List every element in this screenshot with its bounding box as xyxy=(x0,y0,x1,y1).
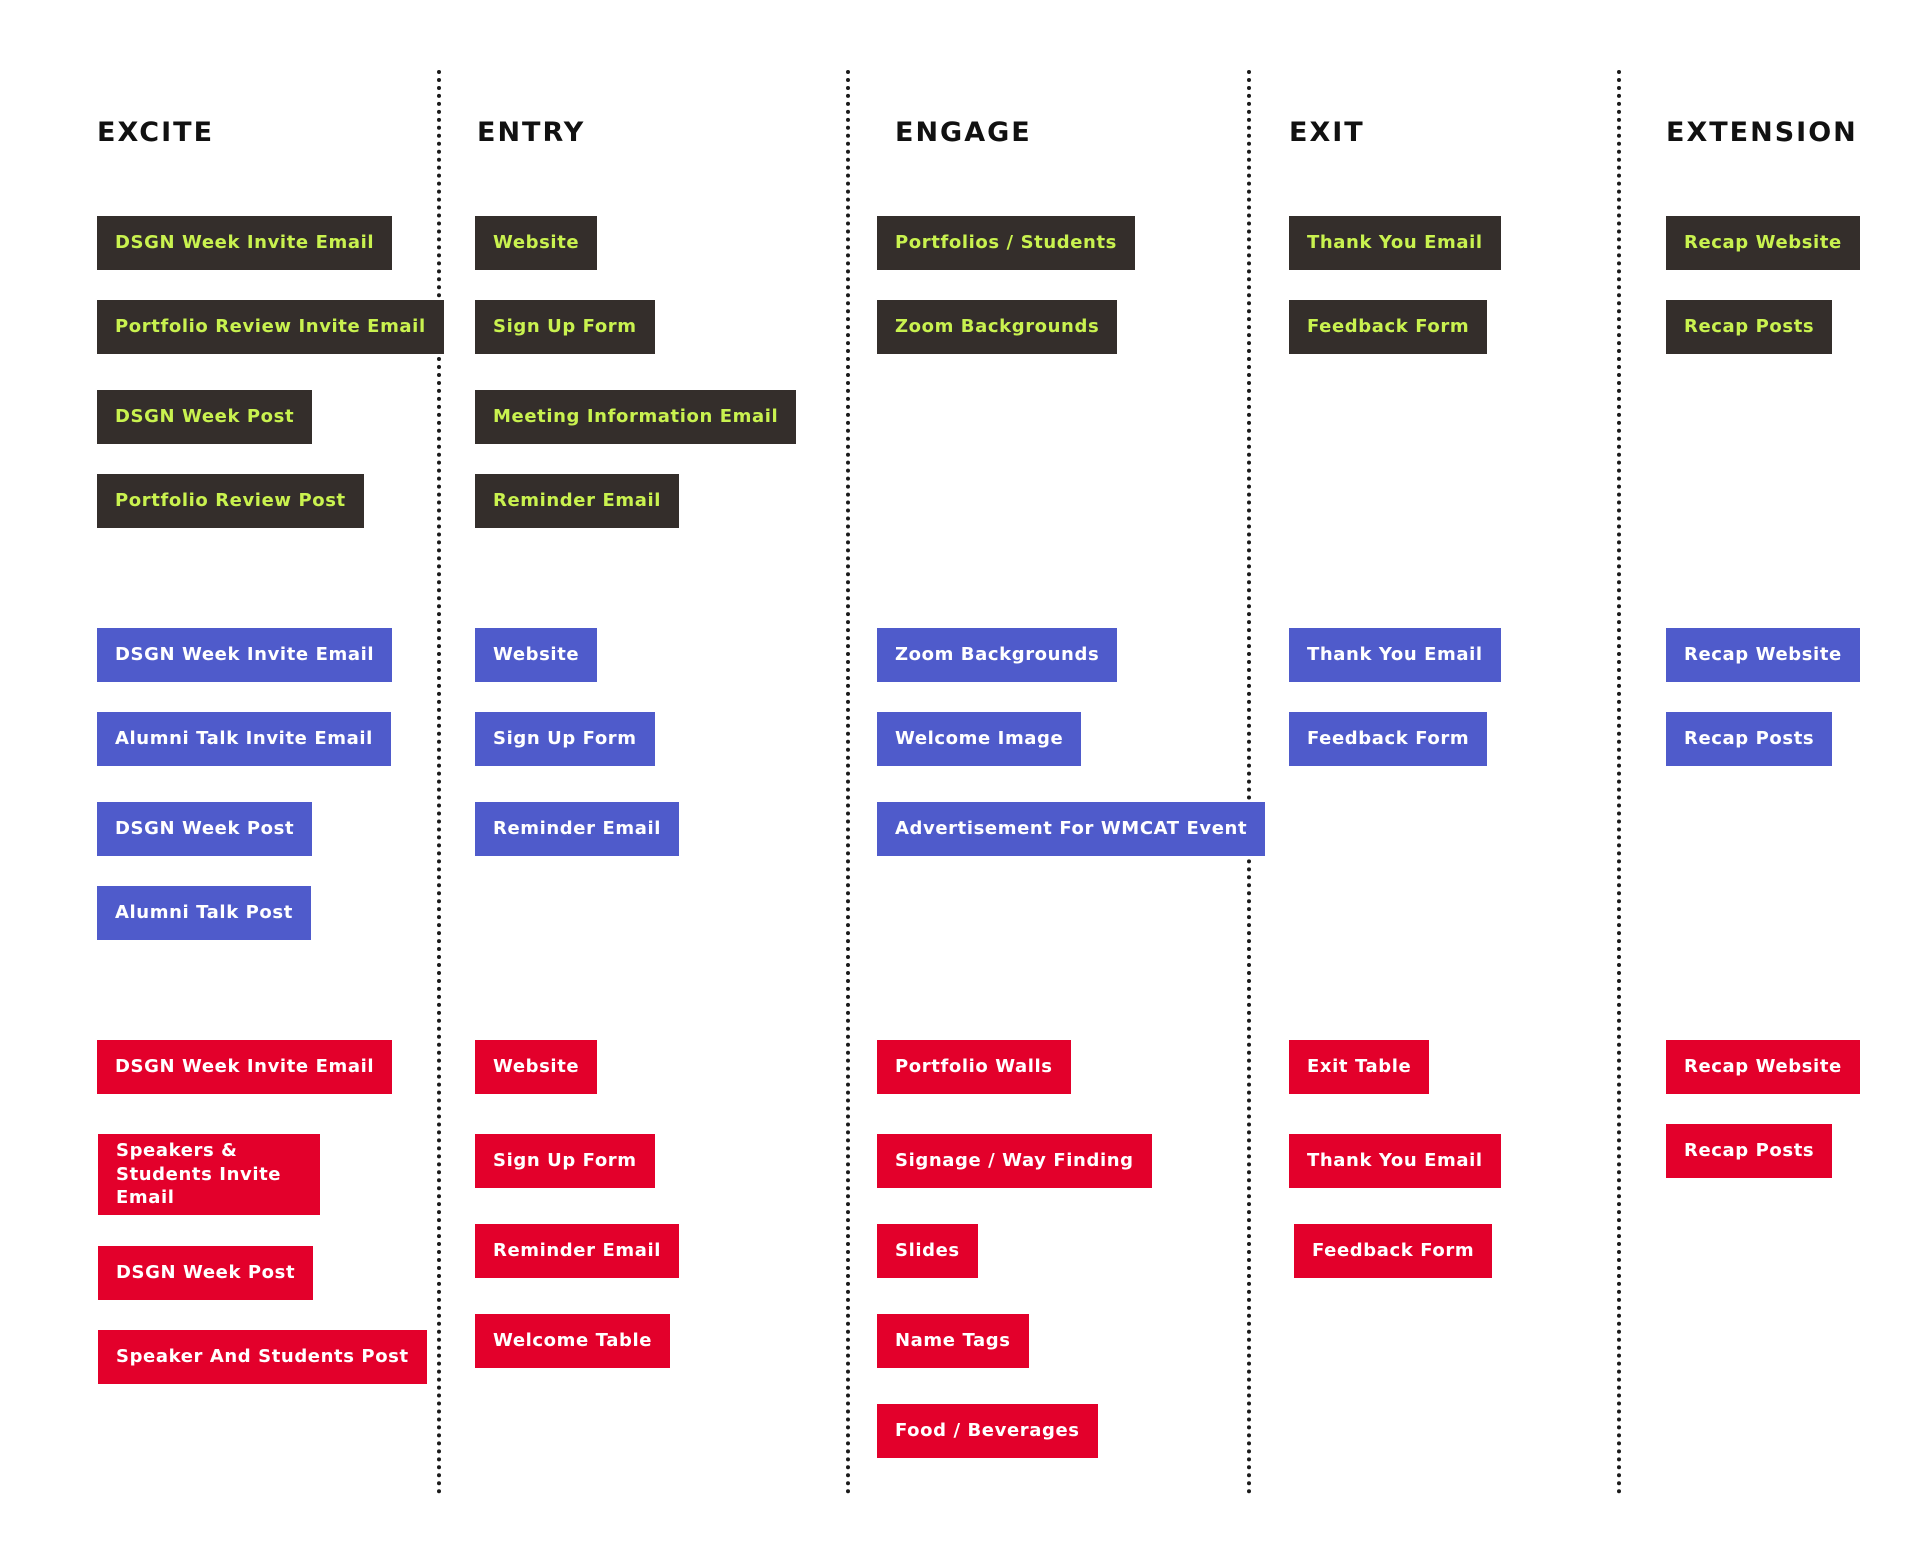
tag-entry-blue: Website xyxy=(475,628,598,682)
tag-extension-blue: Recap Posts xyxy=(1666,712,1833,766)
tag-entry-blue: Reminder Email xyxy=(475,802,679,856)
tag-exit-red: Feedback Form xyxy=(1294,1224,1493,1278)
tag-entry-dark: Sign Up Form xyxy=(475,300,655,354)
tag-excite-dark: DSGN Week Invite Email xyxy=(97,216,393,270)
tag-exit-dark: Feedback Form xyxy=(1289,300,1488,354)
tag-engage-dark: Zoom Backgrounds xyxy=(877,300,1118,354)
tag-excite-blue: Alumni Talk Post xyxy=(97,886,311,940)
tag-entry-dark: Meeting Information Email xyxy=(475,390,797,444)
column-title-engage: ENGAGE xyxy=(895,117,1032,148)
tag-entry-red: Welcome Table xyxy=(475,1314,671,1368)
column-title-extension: EXTENSION xyxy=(1666,117,1858,148)
tag-exit-blue: Thank You Email xyxy=(1289,628,1501,682)
tag-extension-dark: Recap Website xyxy=(1666,216,1860,270)
tag-excite-red: DSGN Week Invite Email xyxy=(97,1040,393,1094)
tag-engage-red: Name Tags xyxy=(877,1314,1029,1368)
tag-excite-blue: Alumni Talk Invite Email xyxy=(97,712,391,766)
column-divider xyxy=(1617,70,1621,1495)
tag-entry-blue: Sign Up Form xyxy=(475,712,655,766)
column-divider xyxy=(1247,70,1251,1495)
tag-excite-red: DSGN Week Post xyxy=(98,1246,314,1300)
tag-excite-dark: Portfolio Review Post xyxy=(97,474,364,528)
tag-excite-blue: DSGN Week Post xyxy=(97,802,313,856)
tag-engage-red: Food / Beverages xyxy=(877,1404,1098,1458)
tag-excite-blue: DSGN Week Invite Email xyxy=(97,628,393,682)
tag-extension-blue: Recap Website xyxy=(1666,628,1860,682)
tag-extension-dark: Recap Posts xyxy=(1666,300,1833,354)
tag-entry-red: Reminder Email xyxy=(475,1224,679,1278)
tag-engage-blue: Zoom Backgrounds xyxy=(877,628,1118,682)
tag-excite-red: Speaker And Students Post xyxy=(98,1330,427,1384)
column-title-excite: EXCITE xyxy=(97,117,215,148)
tag-engage-blue: Welcome Image xyxy=(877,712,1082,766)
column-divider xyxy=(846,70,850,1495)
tag-exit-red: Exit Table xyxy=(1289,1040,1430,1094)
tag-extension-red: Recap Posts xyxy=(1666,1124,1833,1178)
tag-extension-red: Recap Website xyxy=(1666,1040,1860,1094)
tag-engage-red: Slides xyxy=(877,1224,978,1278)
tag-exit-blue: Feedback Form xyxy=(1289,712,1488,766)
tag-engage-blue: Advertisement For WMCAT Event xyxy=(877,802,1266,856)
tag-excite-dark: Portfolio Review Invite Email xyxy=(97,300,444,354)
tag-engage-red: Signage / Way Finding xyxy=(877,1134,1152,1188)
column-title-entry: ENTRY xyxy=(477,117,586,148)
tag-entry-red: Sign Up Form xyxy=(475,1134,655,1188)
tag-exit-dark: Thank You Email xyxy=(1289,216,1501,270)
tag-entry-dark: Website xyxy=(475,216,598,270)
tag-entry-dark: Reminder Email xyxy=(475,474,679,528)
column-title-exit: EXIT xyxy=(1289,117,1365,148)
tag-engage-red: Portfolio Walls xyxy=(877,1040,1071,1094)
tag-entry-red: Website xyxy=(475,1040,598,1094)
tag-engage-dark: Portfolios / Students xyxy=(877,216,1135,270)
tag-excite-red: Speakers & Students Invite Email xyxy=(98,1134,320,1215)
tag-excite-dark: DSGN Week Post xyxy=(97,390,313,444)
column-divider xyxy=(437,70,441,1495)
tag-exit-red: Thank You Email xyxy=(1289,1134,1501,1188)
